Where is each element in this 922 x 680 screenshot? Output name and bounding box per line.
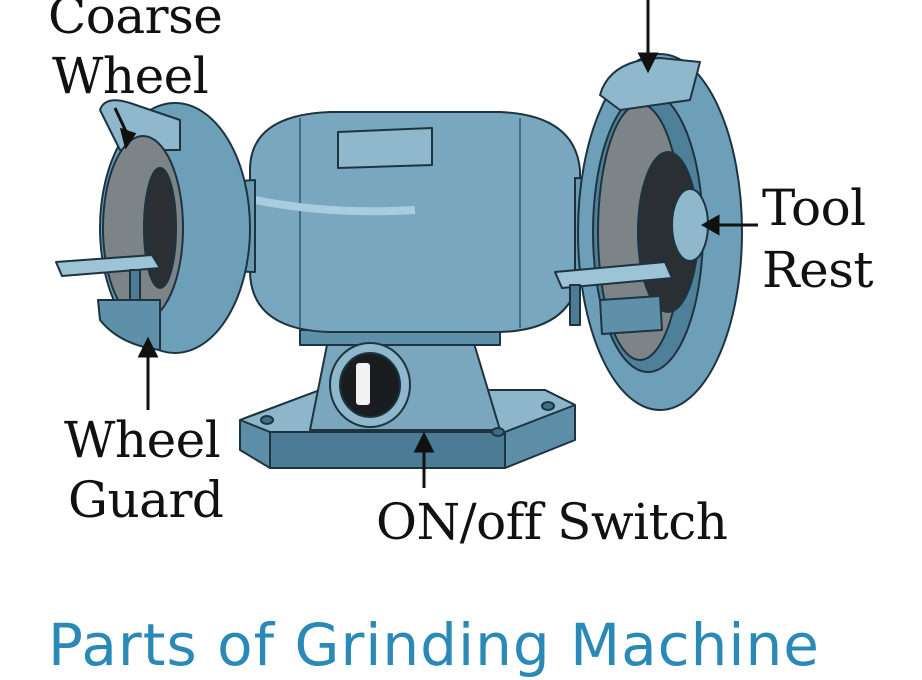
- switch-arrow: [413, 431, 435, 488]
- right-wheel-assembly: [554, 53, 743, 411]
- coarse-wheel-label-line1: Coarse: [48, 0, 223, 45]
- wheel-guard-label-line1: Wheel: [64, 411, 221, 469]
- tool-rest-label-line1: Tool: [762, 179, 866, 237]
- coarse-wheel-label-line2: Wheel: [52, 47, 209, 105]
- switch-housing: [329, 342, 411, 428]
- wheel-guard-arrow: [137, 336, 159, 410]
- wheel-guard-label-line2: Guard: [68, 471, 224, 529]
- coarse-wheel-arrow: [113, 107, 137, 150]
- top-right-arrow: [637, 0, 659, 74]
- motor: [249, 111, 581, 333]
- tool-rest-label-line2: Rest: [762, 241, 874, 299]
- grinder-illustration: [55, 0, 758, 488]
- diagram-title: Parts of Grinding Machine: [48, 611, 820, 679]
- switch-label: ON/off Switch: [376, 493, 728, 551]
- tool-rest-arrow: [700, 214, 758, 236]
- left-wheel-assembly: [55, 99, 251, 354]
- diagram: Coarse Wheel Tool Rest Wheel Guard ON/of…: [48, 0, 874, 679]
